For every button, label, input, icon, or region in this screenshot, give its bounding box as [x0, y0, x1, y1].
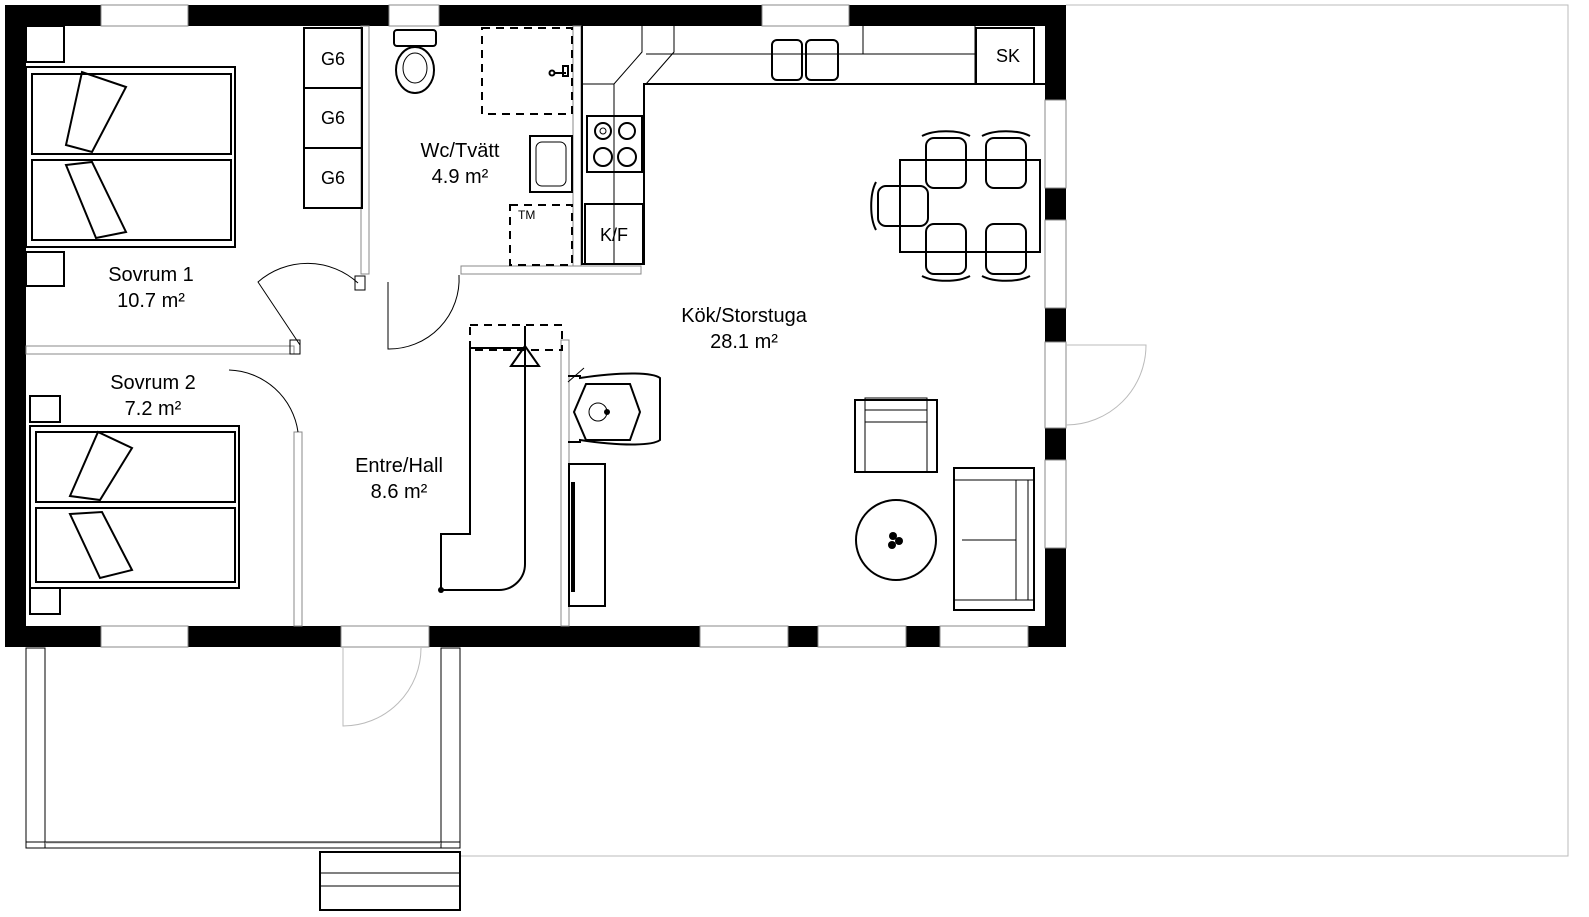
dining-chairs: [870, 130, 1031, 282]
exterior-walls: [5, 5, 1066, 647]
room-name-sovrum1: Sovrum 1: [108, 264, 194, 286]
wardrobe-label: G6: [321, 168, 345, 188]
fridge-label: K/F: [600, 225, 628, 245]
room-name-wc: Wc/Tvätt: [421, 140, 500, 162]
terrace-outline: [25, 4, 1569, 857]
wall-openings: [100, 4, 1067, 648]
bed-sovrum2: [29, 395, 240, 615]
toilet: [393, 29, 437, 94]
room-name-sovrum2: Sovrum 2: [110, 372, 196, 394]
room-area-sovrum2: 7.2 m²: [125, 398, 182, 420]
wardrobe-label: G6: [321, 49, 345, 69]
hall-partition: [438, 324, 563, 593]
room-name-kok: Kök/Storstuga: [681, 305, 808, 327]
tv-bench: [568, 463, 606, 607]
dining-table: [899, 159, 1041, 253]
room-area-sovrum1: 10.7 m²: [117, 290, 185, 312]
storage-cabinet: SK: [975, 27, 1035, 85]
cabinet-label: SK: [996, 46, 1020, 66]
nightstands-sovrum1: [25, 25, 65, 287]
room-area-kok: 28.1 m²: [710, 331, 778, 353]
wardrobe-label: G6: [321, 108, 345, 128]
dryer: TM: [509, 204, 573, 266]
sofa: [953, 467, 1035, 611]
interior-doors: [228, 262, 460, 433]
wardrobes: G6 G6 G6: [303, 27, 363, 209]
entrance-steps: [319, 851, 461, 911]
fridge: K/F: [584, 203, 644, 265]
stove: [586, 115, 643, 173]
exterior-doors: [342, 344, 1147, 727]
room-area-entre: 8.6 m²: [371, 481, 428, 503]
coffee-table: [855, 499, 937, 581]
armchair: [854, 397, 938, 473]
shower-area: [481, 27, 573, 115]
dryer-label: TM: [518, 208, 535, 222]
room-name-entre: Entre/Hall: [355, 455, 443, 477]
fireplace: [567, 367, 661, 446]
room-labels: Sovrum 1 10.7 m² Sovrum 2 7.2 m² Wc/Tvät…: [108, 140, 807, 503]
washbasin: [529, 135, 573, 193]
kitchen-sink: [771, 39, 839, 81]
bed-sovrum1-a: [25, 66, 236, 248]
room-area-wc: 4.9 m²: [432, 166, 489, 188]
